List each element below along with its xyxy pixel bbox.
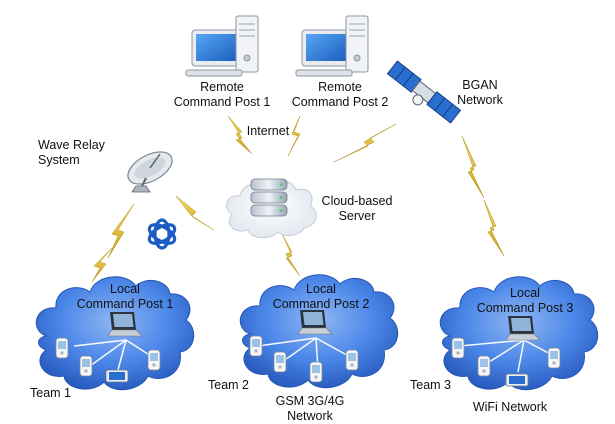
wave-relay-system-label: Wave Relay System — [38, 138, 105, 167]
internet-label: Internet — [246, 124, 290, 138]
wave-relay-logo-icon — [147, 218, 177, 250]
desktop-computer-icon — [295, 15, 369, 77]
handheld-device-icon — [79, 355, 93, 377]
cloud-based-server-label: Cloud-based Server — [321, 194, 393, 223]
local-command-post-3-label: Local Command Post 3 — [476, 286, 574, 315]
handheld-device-icon — [309, 361, 323, 383]
handheld-device-icon — [273, 351, 287, 373]
tablet-icon — [505, 373, 529, 387]
team-2-label: Team 2 — [208, 378, 249, 392]
lightning-link-icon — [91, 115, 505, 283]
satellite-icon — [386, 60, 462, 124]
team-1-label: Team 1 — [30, 386, 71, 400]
remote-command-post-2-label: Remote Command Post 2 — [291, 80, 389, 109]
local-command-post-2-label: Local Command Post 2 — [272, 282, 370, 311]
server-icon — [250, 178, 288, 217]
desktop-computer-icon — [185, 15, 259, 77]
local-command-post-1-label: Local Command Post 1 — [76, 282, 174, 311]
handheld-device-icon — [55, 337, 69, 359]
handheld-device-icon — [547, 347, 561, 369]
satellite-dish-icon — [127, 151, 173, 193]
remote-command-post-1-label: Remote Command Post 1 — [173, 80, 271, 109]
gsm-network-label: GSM 3G/4G Network — [275, 394, 345, 423]
handheld-device-icon — [345, 349, 359, 371]
team-3-label: Team 3 — [410, 378, 451, 392]
tablet-icon — [105, 369, 129, 383]
wifi-network-label: WiFi Network — [472, 400, 548, 414]
handheld-device-icon — [249, 335, 263, 357]
handheld-device-icon — [147, 349, 161, 371]
handheld-device-icon — [451, 337, 465, 359]
bgan-network-label: BGAN Network — [457, 78, 503, 107]
handheld-device-icon — [477, 355, 491, 377]
